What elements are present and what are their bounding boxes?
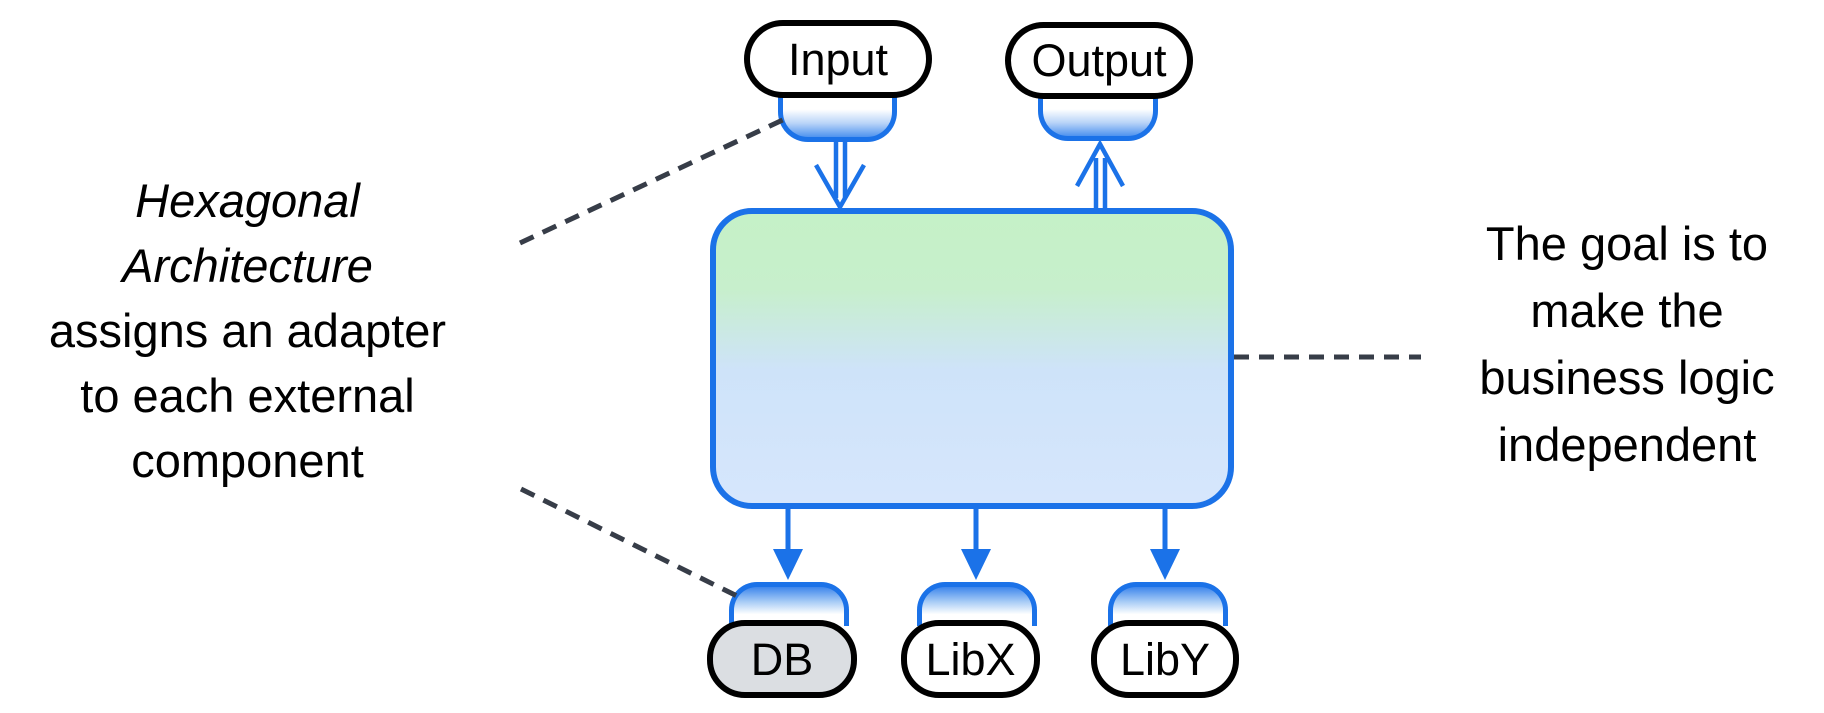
liby-adapter — [1108, 582, 1228, 626]
db-adapter — [729, 582, 849, 626]
left-note-to-db-adapter-dash — [519, 486, 739, 599]
output-node-label: Output — [1031, 35, 1167, 86]
note-line: Architecture — [122, 239, 373, 292]
left-note: Hexagonal Architecture assigns an adapte… — [5, 168, 490, 493]
input-node: Input — [744, 20, 932, 98]
input-adapter — [778, 94, 897, 142]
business-logic-box — [710, 208, 1234, 509]
libx-arrow — [961, 506, 991, 580]
note-line: business logic — [1479, 351, 1775, 404]
output-node: Output — [1005, 22, 1193, 99]
note-line: Hexagonal — [135, 174, 360, 227]
right-note: The goal is to make the business logic i… — [1432, 210, 1822, 478]
libx-node-label: LibX — [925, 633, 1016, 685]
liby-node: LibY — [1091, 620, 1239, 698]
libx-node: LibX — [901, 620, 1040, 698]
db-node-label: DB — [750, 633, 814, 685]
left-note-to-input-adapter-dash — [518, 114, 791, 246]
note-line: component — [131, 434, 364, 487]
liby-node-label: LibY — [1119, 633, 1211, 685]
libx-adapter — [917, 582, 1037, 626]
note-line: The goal is to — [1485, 217, 1769, 270]
note-line: assigns an adapter — [48, 304, 447, 357]
output-arrow — [1075, 139, 1125, 213]
output-adapter — [1038, 94, 1158, 141]
note-line: independent — [1497, 418, 1757, 471]
input-arrow — [814, 141, 866, 212]
note-line: make the — [1530, 284, 1724, 337]
note-line: to each external — [80, 369, 415, 422]
input-node-label: Input — [787, 33, 889, 85]
liby-arrow — [1150, 506, 1180, 580]
db-arrow — [773, 506, 803, 580]
db-node: DB — [707, 620, 857, 698]
